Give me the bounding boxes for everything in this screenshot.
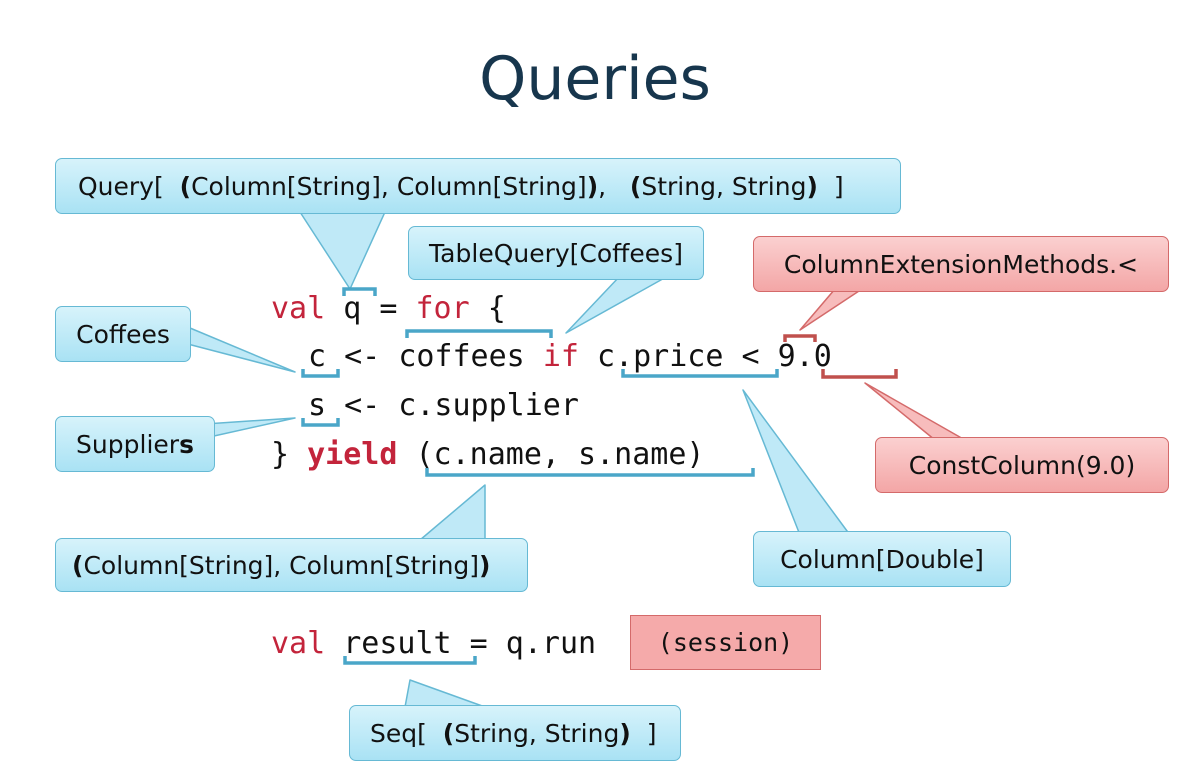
callout-text: ConstColumn(9.0)	[908, 450, 1136, 480]
code-token: result	[343, 626, 452, 661]
callout-text: Column[String], Column[String]	[83, 550, 480, 580]
callout-text: ,	[598, 171, 607, 201]
pointer-suppliers	[204, 417, 296, 439]
code-token: (c.name, s.name)	[415, 437, 705, 472]
code-token: 9.0	[777, 339, 832, 374]
bracket-result	[343, 656, 477, 665]
callout-text: )	[479, 550, 491, 580]
pointer-query-type	[299, 211, 386, 290]
code-token: <	[723, 339, 778, 374]
callout-text: String, String	[454, 718, 620, 748]
callout-tablequery: TableQuery[Coffees]	[408, 226, 704, 280]
code-token: }	[271, 437, 290, 472]
callout-query-type: Query[ (Column[String], Column[String]),…	[55, 158, 901, 214]
code-token: <- c.supplier	[326, 388, 579, 423]
callout-text: (	[629, 171, 642, 201]
pointer-coffees	[179, 327, 296, 373]
keyword: yield	[307, 437, 398, 472]
callout-text: Column[String], Column[String]	[191, 171, 587, 201]
callout-text: )	[806, 171, 818, 201]
pointer-constcol	[864, 382, 966, 441]
session-highlight: (session)	[630, 615, 821, 670]
slide-title: Queries	[479, 44, 711, 114]
pointer-colext	[799, 288, 863, 331]
code-line-3: s <- c.supplier	[308, 391, 579, 421]
callout-coffees: Coffees	[55, 306, 191, 362]
callout-text: s	[179, 429, 194, 459]
callout-text: TableQuery[Coffees]	[429, 238, 683, 268]
code-token: coffees	[398, 339, 525, 374]
callout-text: Supplier	[76, 429, 180, 459]
callout-double: Column[Double]	[753, 531, 1011, 587]
code-line-2: c <- coffees if c.price < 9.0	[308, 342, 832, 372]
bracket-num	[821, 369, 898, 379]
bracket-price	[621, 369, 779, 378]
pointer-double	[742, 389, 851, 536]
code-token: =	[361, 291, 416, 326]
pointer-tablequery	[565, 275, 669, 334]
callout-text: String, String	[641, 171, 807, 201]
callout-text: Coffees	[76, 319, 170, 349]
callout-text: ]	[646, 718, 657, 748]
callout-text: Query[	[78, 171, 164, 201]
bracket-coffees	[405, 329, 553, 338]
code-token: q	[343, 291, 362, 326]
callout-tuple-type: (Column[String], Column[String])	[55, 538, 528, 592]
code-token: c.price	[597, 339, 724, 374]
keyword: for	[415, 291, 470, 326]
bracket-lt	[783, 334, 817, 342]
code-line-4: } yield (c.name, s.name)	[271, 440, 704, 470]
callout-constcol: ConstColumn(9.0)	[875, 437, 1169, 493]
callout-text: )	[619, 718, 631, 748]
keyword: val	[271, 291, 326, 326]
callout-text: Seq[	[370, 718, 427, 748]
code-token: = q.run	[451, 626, 597, 661]
callout-text: ColumnExtensionMethods.<	[783, 249, 1139, 279]
callout-seq: Seq[ (String, String) ]	[349, 705, 681, 761]
code-token: s	[308, 388, 327, 423]
bracket-c	[301, 369, 340, 378]
code-token: {	[469, 291, 506, 326]
bracket-s	[301, 418, 340, 427]
callout-text: (	[72, 550, 84, 580]
code-token: <-	[326, 339, 399, 374]
pointer-seq	[404, 679, 486, 708]
callout-text: (	[179, 171, 192, 201]
callout-colext: ColumnExtensionMethods.<	[753, 236, 1169, 292]
callout-text: )	[586, 171, 599, 201]
keyword: if	[542, 339, 579, 374]
pointer-tuple-type	[419, 484, 486, 541]
callout-text: Column[Double]	[780, 544, 984, 574]
bracket-tuple	[425, 468, 755, 477]
code-line-5: val result = q.run	[271, 629, 596, 659]
code-line-1: val q = for {	[271, 294, 506, 324]
callout-text: ]	[833, 171, 844, 201]
code-token: c	[308, 339, 327, 374]
keyword: val	[271, 626, 326, 661]
bracket-q	[342, 287, 377, 296]
callout-text: (	[442, 718, 455, 748]
